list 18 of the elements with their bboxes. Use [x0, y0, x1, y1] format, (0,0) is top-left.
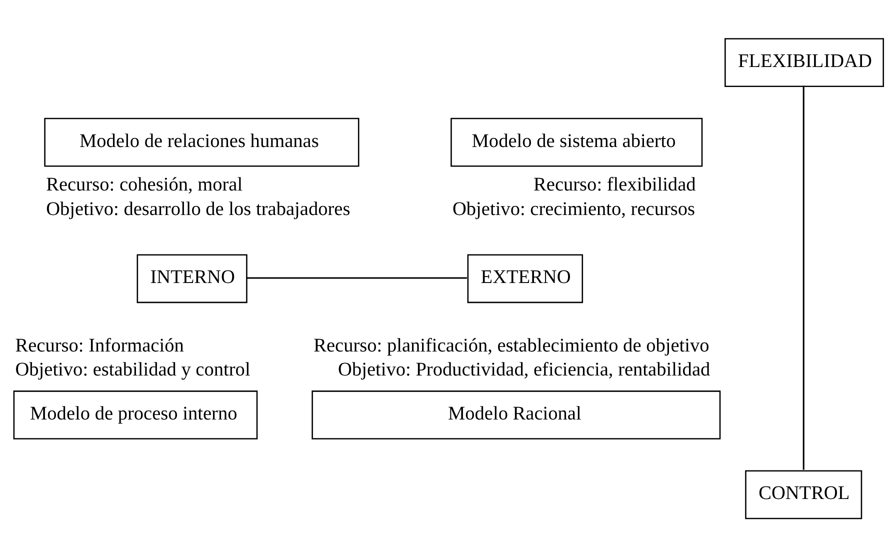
node-label: Recurso: Información — [15, 335, 184, 356]
connector — [802, 86, 804, 470]
node-label: Recurso: planificación, establecimiento de objetivo — [314, 335, 710, 356]
node-box: INTERNO — [136, 254, 248, 304]
node-box: Modelo de proceso interno — [13, 390, 258, 440]
node-box: EXTERNO — [467, 254, 584, 304]
node-label: Objetivo: estabilidad y control — [15, 360, 250, 381]
node-box: CONTROL — [745, 470, 862, 520]
node-label: Objetivo: desarrollo de los trabajadores — [46, 198, 350, 220]
node-label: Recurso: flexibilidad — [534, 174, 696, 196]
node-box: Modelo de sistema abierto — [450, 118, 703, 167]
node-label: Objetivo: Productividad, eficiencia, rentabilidad — [338, 360, 710, 381]
connector — [246, 277, 467, 279]
node-box: Modelo Racional — [312, 390, 721, 440]
node-box: FLEXIBILIDAD — [724, 38, 884, 88]
node-box: Modelo de relaciones humanas — [44, 118, 360, 167]
node-label: Recurso: cohesión, moral — [46, 174, 243, 196]
node-label: Objetivo: crecimiento, recursos — [452, 198, 696, 220]
